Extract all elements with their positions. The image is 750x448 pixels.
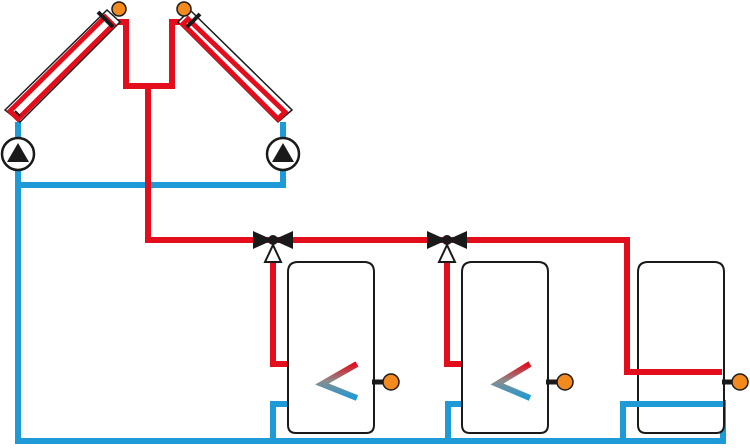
heat-exchanger-coil-1: [315, 361, 359, 401]
storage-tank-3: [636, 261, 734, 434]
solar-collector-right: [176, 8, 294, 124]
temperature-sensor-icon: [556, 373, 574, 391]
heat-exchanger-coil-2: [490, 361, 532, 401]
pump-icon: [265, 136, 301, 172]
temperature-sensor-icon: [382, 373, 400, 391]
cold-pipe-tank-3: [620, 401, 636, 441]
solar-collector-left: [3, 8, 122, 124]
temperature-sensor-icon: [731, 373, 749, 391]
hot-supply-main-pipe: [145, 86, 636, 375]
storage-tank-1: [287, 261, 384, 434]
temperature-sensor-icon: [176, 1, 192, 17]
hot-pipe-collector-right: [148, 19, 186, 89]
hot-pipes: [115, 19, 636, 375]
pump-icon: [0, 136, 36, 172]
three-way-valve-icon: [427, 231, 467, 263]
hot-pipe-collector-left: [115, 19, 148, 89]
temperature-sensor-icon: [111, 1, 127, 17]
storage-tank-2: [461, 261, 558, 434]
three-way-valve-icon: [253, 231, 293, 263]
cold-pipe-right-pump: [18, 170, 286, 188]
